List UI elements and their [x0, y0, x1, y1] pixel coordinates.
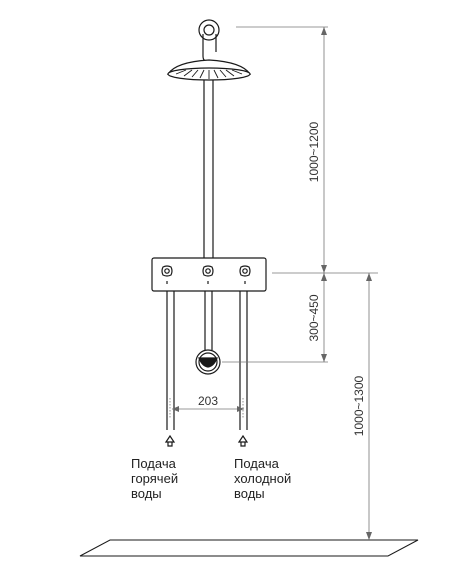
hot-inlet-arrow-icon — [164, 434, 176, 447]
floor-plane — [79, 539, 419, 557]
cold-inlet-arrow-icon — [237, 434, 249, 447]
hot-label-line-2: горячей — [131, 471, 179, 486]
hot-label-line-3: воды — [131, 486, 162, 501]
hot-water-label: Подача горячей воды — [131, 456, 178, 501]
mixer-knob-middle — [202, 265, 214, 284]
riser-pipe — [203, 80, 214, 258]
thermostatic-mixer-panel — [151, 257, 267, 292]
wall-flange — [198, 19, 220, 41]
cold-label-line-3: воды — [234, 486, 265, 501]
dim-label-pipe-spacing: 203 — [198, 394, 218, 408]
hot-supply-pipe — [166, 291, 175, 430]
cold-water-label: Подача холодной воды — [234, 456, 291, 501]
dim-label-mixer-spout: 300~450 — [307, 294, 321, 341]
spout-outlet — [195, 349, 221, 375]
mixer-knob-right — [239, 265, 251, 284]
dim-label-head-height: 1000~1200 — [307, 121, 321, 182]
rain-shower-head — [166, 59, 252, 81]
dim-label-mixer-height: 1000~1300 — [352, 375, 366, 436]
mixer-knob-left — [161, 265, 173, 284]
spout-pipe — [204, 291, 213, 350]
cold-label-line-1: Подача — [234, 456, 279, 471]
cold-supply-pipe — [239, 291, 248, 430]
hot-label-line-1: Подача — [131, 456, 176, 471]
cold-label-line-2: холодной — [234, 471, 292, 486]
